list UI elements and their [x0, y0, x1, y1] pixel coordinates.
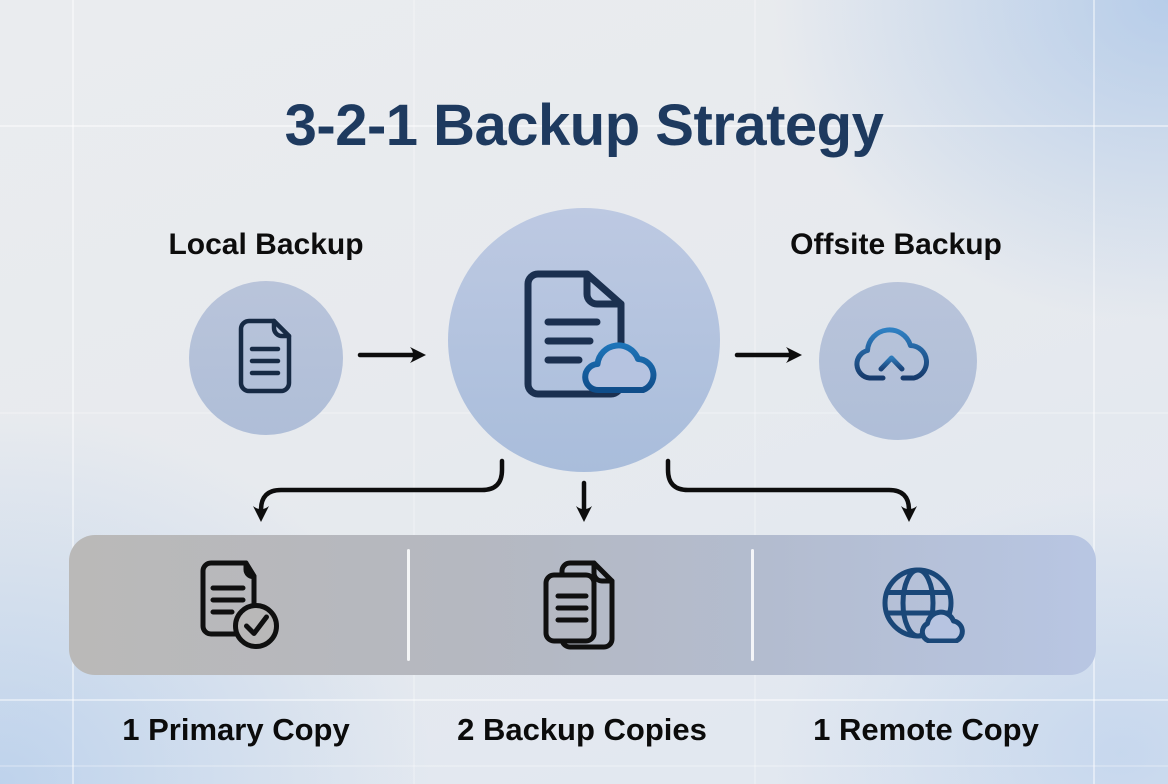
local-backup-node [189, 281, 343, 435]
central-backup-node [448, 208, 720, 472]
primary-copy-label: 1 Primary Copy [122, 712, 350, 747]
arrow-central-to-primary [253, 458, 505, 522]
cloud-upload-icon [854, 327, 929, 397]
background-grid-line [0, 765, 1168, 767]
offsite-backup-node [819, 282, 977, 440]
bar-divider [407, 549, 410, 661]
document-cloud-icon [524, 270, 657, 398]
background-grid-line [413, 0, 415, 784]
bar-divider [751, 549, 754, 661]
offsite-backup-label: Offsite Backup [790, 228, 1002, 261]
background-grid-line [0, 699, 1168, 701]
document-icon [238, 318, 292, 394]
copies-bar [69, 535, 1096, 675]
remote-copy-label: 1 Remote Copy [813, 712, 1039, 747]
background-grid-line [1093, 0, 1095, 784]
background-grid-line [0, 125, 1168, 127]
arrow-central-to-remote [665, 458, 917, 522]
backup-copies-label: 2 Backup Copies [457, 712, 707, 747]
documents-stack-icon [543, 560, 615, 650]
background-grid-line [754, 0, 756, 784]
page-title: 3-2-1 Backup Strategy [284, 93, 884, 158]
local-backup-label: Local Backup [168, 228, 364, 261]
globe-cloud-icon [882, 567, 965, 643]
background-grid-line [72, 0, 74, 784]
document-check-icon [200, 560, 279, 649]
